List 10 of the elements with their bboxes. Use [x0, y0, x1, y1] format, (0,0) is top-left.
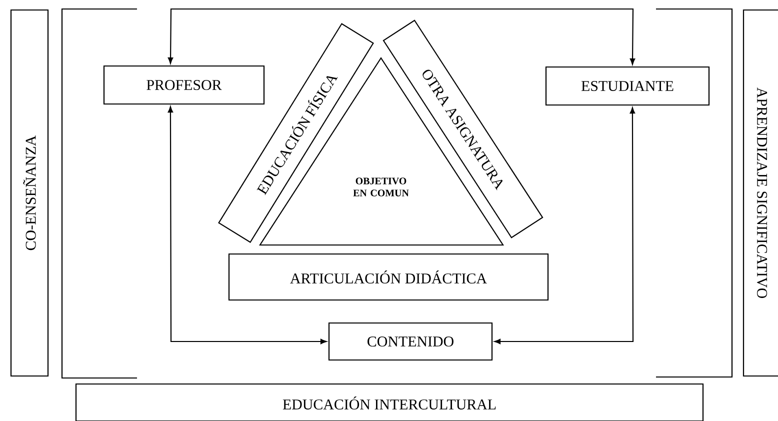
arrow	[494, 107, 636, 344]
arrow	[168, 106, 327, 344]
vertical-box: CO-ENSEÑANZA	[10, 9, 49, 377]
process-box: ESTUDIANTE	[545, 66, 710, 106]
process-box: EDUCACIÓN INTERCULTURAL	[75, 383, 704, 421]
process-box: PROFESOR	[103, 65, 265, 105]
vertical-box: APRENDIZAJE SIGNIFICATIVO	[742, 9, 778, 377]
arrow	[168, 8, 636, 65]
process-box: CONTENIDO	[328, 322, 493, 361]
process-box: ARTICULACIÓN DIDÁCTICA	[228, 253, 549, 301]
